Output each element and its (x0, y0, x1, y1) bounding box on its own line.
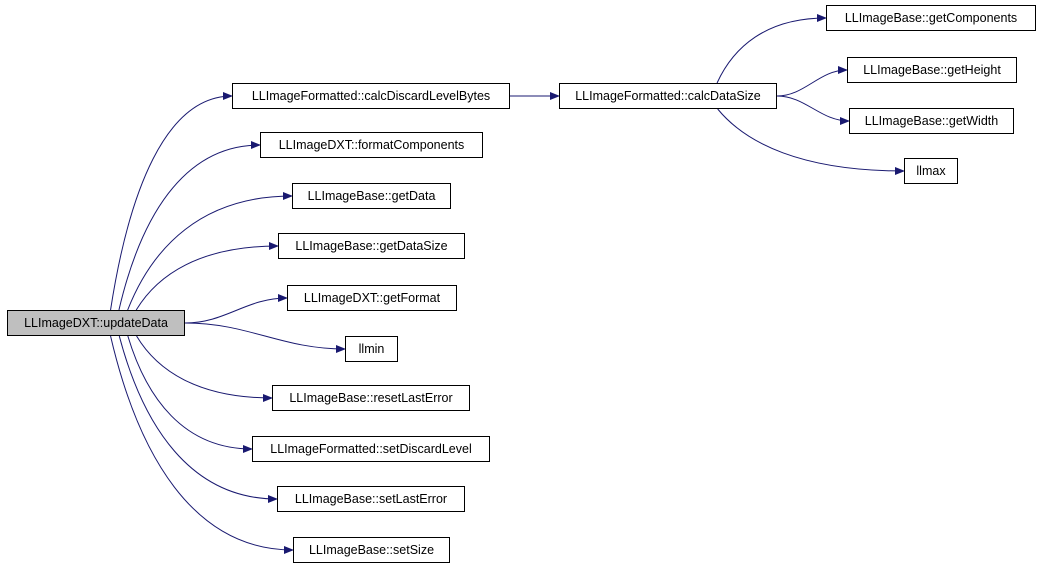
node-formatcomponents[interactable]: LLImageDXT::formatComponents (260, 132, 483, 158)
edge-calcdatasize-to-getheight (776, 66, 848, 97)
edge-updatedata-to-setdiscardlevel (127, 335, 253, 453)
edge-updatedata-to-getdata (127, 192, 293, 311)
node-llmin[interactable]: llmin (345, 336, 398, 362)
node-getheight[interactable]: LLImageBase::getHeight (847, 57, 1017, 83)
edge-updatedata-to-formatcomponents (118, 141, 261, 311)
node-resetlasterror[interactable]: LLImageBase::resetLastError (272, 385, 470, 411)
edge-updatedata-to-resetlasterror (136, 335, 273, 402)
edge-updatedata-to-getdatasize (135, 242, 279, 311)
node-llmax[interactable]: llmax (904, 158, 958, 184)
node-setlasterror[interactable]: LLImageBase::setLastError (277, 486, 465, 512)
node-getformat[interactable]: LLImageDXT::getFormat (287, 285, 457, 311)
node-calcdiscardlevelbytes[interactable]: LLImageFormatted::calcDiscardLevelBytes (232, 83, 510, 109)
node-setdiscardlevel[interactable]: LLImageFormatted::setDiscardLevel (252, 436, 490, 462)
edge-updatedata-to-getformat (184, 294, 288, 324)
edge-updatedata-to-setsize (110, 335, 294, 554)
node-getwidth[interactable]: LLImageBase::getWidth (849, 108, 1014, 134)
edge-updatedata-to-calcdiscardlevelbytes (110, 92, 233, 311)
edge-calcdatasize-to-getwidth (776, 95, 850, 125)
edge-calcdatasize-to-llmax (717, 108, 905, 175)
node-getcomponents[interactable]: LLImageBase::getComponents (826, 5, 1036, 31)
node-setsize[interactable]: LLImageBase::setSize (293, 537, 450, 563)
node-updatedata: LLImageDXT::updateData (7, 310, 185, 336)
node-getdatasize[interactable]: LLImageBase::getDataSize (278, 233, 465, 259)
edge-calcdatasize-to-getcomponents (716, 14, 827, 84)
node-calcdatasize[interactable]: LLImageFormatted::calcDataSize (559, 83, 777, 109)
node-getdata[interactable]: LLImageBase::getData (292, 183, 451, 209)
edge-updatedata-to-setlasterror (118, 335, 278, 503)
edge-updatedata-to-llmin (184, 322, 346, 353)
